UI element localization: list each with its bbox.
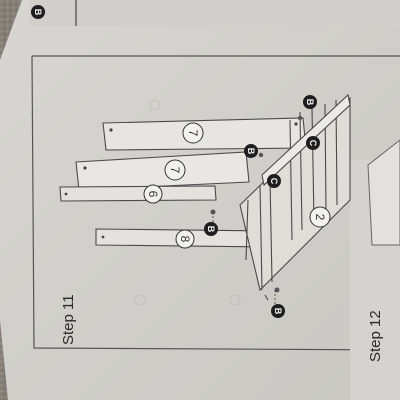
part-label-2: 2 bbox=[309, 206, 331, 228]
panel-7-second bbox=[75, 151, 250, 191]
svg-text:B: B bbox=[246, 148, 256, 155]
svg-text:B: B bbox=[206, 226, 216, 233]
panel-7-top bbox=[102, 117, 307, 151]
step-12-label: Step 12 bbox=[367, 310, 384, 362]
svg-text:2: 2 bbox=[313, 214, 327, 221]
svg-text:B: B bbox=[305, 99, 315, 106]
cam-badge-upper: C bbox=[306, 136, 320, 150]
screw-icon bbox=[210, 209, 216, 215]
svg-text:C: C bbox=[308, 140, 318, 147]
bolt-badge-upper: B bbox=[303, 95, 317, 109]
screw-icon bbox=[258, 152, 264, 158]
svg-text:B: B bbox=[273, 308, 283, 315]
svg-text:B: B bbox=[33, 9, 43, 16]
bolt-badge-bottom: B bbox=[271, 304, 285, 318]
svg-text:6: 6 bbox=[146, 191, 160, 198]
screw-icon bbox=[274, 287, 280, 293]
part-label-6: 6 bbox=[143, 184, 163, 204]
part-label-7-second: 7 bbox=[164, 159, 186, 181]
screw-icon bbox=[297, 115, 303, 121]
svg-text:C: C bbox=[269, 178, 279, 185]
rail-6 bbox=[59, 185, 217, 202]
cam-badge-middle: C bbox=[267, 174, 281, 188]
svg-text:7: 7 bbox=[168, 167, 182, 174]
frame-assembly bbox=[239, 93, 351, 301]
step-11-border bbox=[31, 55, 400, 351]
part-label-8: 8 bbox=[175, 229, 195, 249]
part-label-7-top: 7 bbox=[182, 122, 204, 144]
svg-text:7: 7 bbox=[186, 130, 200, 137]
previous-page-strip bbox=[30, 0, 400, 26]
svg-text:8: 8 bbox=[178, 236, 192, 243]
bolt-badge-top-left: B bbox=[31, 5, 45, 19]
bolt-badge-left: B bbox=[204, 222, 218, 236]
step-11-label: Step 11 bbox=[60, 294, 77, 345]
step-12-board bbox=[367, 139, 400, 246]
bolt-badge-middle: B bbox=[244, 144, 258, 158]
